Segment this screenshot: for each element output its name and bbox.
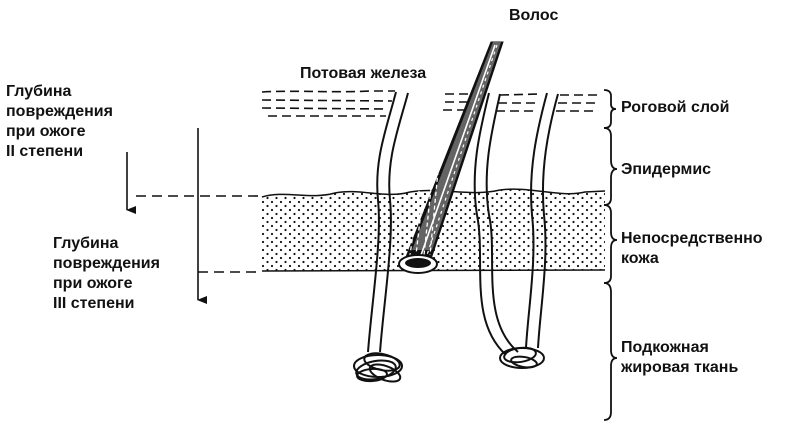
label-stratum-corneum: Роговой слой — [621, 98, 729, 118]
label-dermis: Непосредственно кожа — [621, 229, 763, 269]
bracket-stratum-corneum — [604, 90, 616, 128]
bracket-dermis — [604, 205, 617, 283]
bracket-epidermis — [604, 128, 617, 205]
label-burn-depth-3: Глубина повреждения при ожоге III степен… — [53, 234, 160, 314]
label-sweat-gland: Потовая железа — [300, 64, 426, 84]
label-hair: Волос — [509, 6, 558, 26]
layer-brackets — [604, 90, 617, 420]
bracket-subcutaneous-fat — [604, 283, 617, 420]
stratum-corneum-layer — [262, 91, 600, 116]
label-subcutaneous-fat: Подкожная жировая ткань — [621, 338, 738, 378]
label-burn-depth-2: Глубина повреждения при ожоге II степени — [6, 82, 113, 162]
label-epidermis: Эпидермис — [621, 160, 711, 180]
